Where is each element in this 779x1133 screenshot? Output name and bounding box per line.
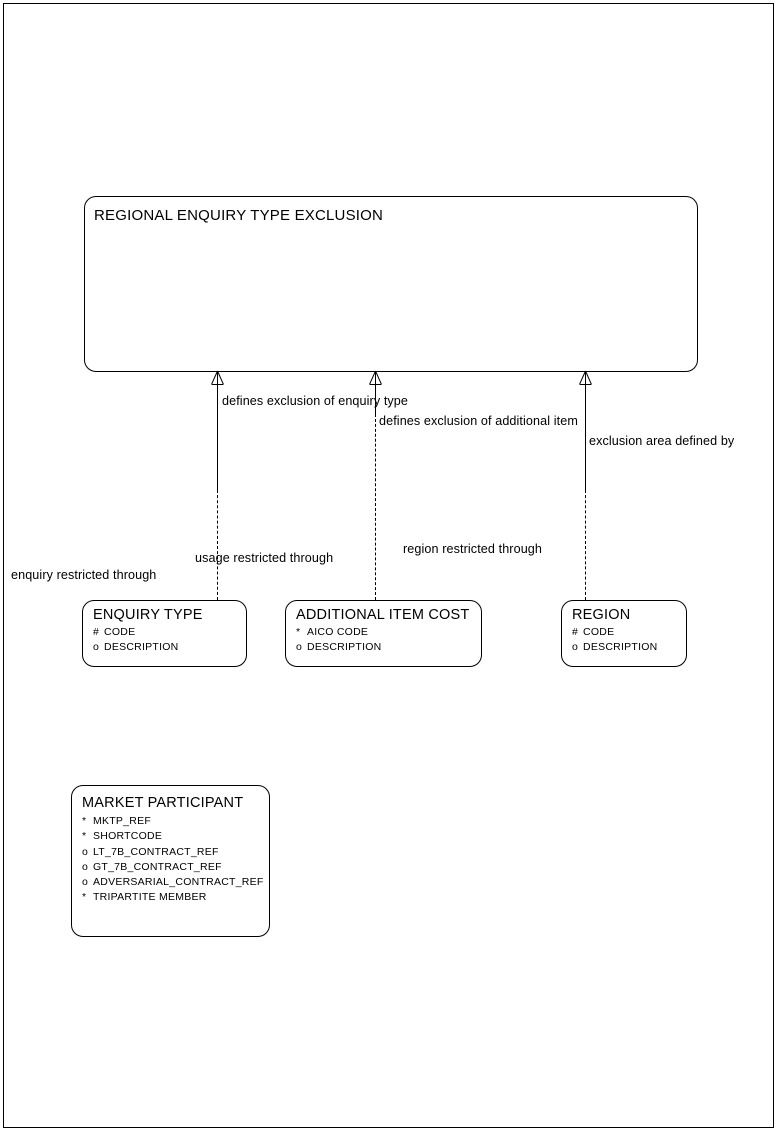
entity-title: ENQUIRY TYPE (93, 607, 203, 623)
attribute-row: # CODE (93, 625, 179, 640)
attribute-name: MKTP_REF (93, 815, 152, 827)
relationship-label-usage-restricted-through: usage restricted through (195, 551, 334, 565)
attribute-row: o DESCRIPTION (296, 640, 382, 655)
attribute-name: DESCRIPTION (104, 640, 179, 653)
attribute-list: # CODE o DESCRIPTION (572, 625, 658, 654)
connector-additional-item-dashed (375, 414, 376, 600)
attribute-list: * AICO CODE o DESCRIPTION (296, 625, 382, 654)
entity-title: ADDITIONAL ITEM COST (296, 607, 470, 623)
attribute-marker: * (82, 891, 87, 904)
connector-enquiry-type-solid (217, 384, 218, 490)
attribute-row: * AICO CODE (296, 625, 382, 640)
connector-additional-item-solid (375, 384, 376, 414)
entity-title: REGIONAL ENQUIRY TYPE EXCLUSION (94, 207, 384, 224)
attribute-name: CODE (583, 626, 615, 638)
attribute-name: GT_7B_CONTRACT_REF (93, 860, 222, 873)
entity-regional-enquiry-type-exclusion[interactable]: REGIONAL ENQUIRY TYPE EXCLUSION (84, 196, 698, 372)
relationship-label-region-restricted-through: region restricted through (403, 542, 543, 556)
attribute-name: AICO CODE (307, 626, 369, 638)
attribute-list: # CODE o DESCRIPTION (93, 625, 179, 654)
attribute-marker: o (82, 876, 89, 889)
attribute-row: o DESCRIPTION (572, 640, 658, 655)
entity-additional-item-cost[interactable]: ADDITIONAL ITEM COST * AICO CODE o DESCRIP… (285, 600, 482, 667)
relationship-label-defines-exclusion-of-enquiry-type: defines exclusion of enquiry type (222, 394, 409, 408)
attribute-marker: * (296, 626, 301, 638)
attribute-row: o GT_7B_CONTRACT_REF (82, 860, 264, 875)
entity-enquiry-type[interactable]: ENQUIRY TYPE # CODE o DESCRIPTION (82, 600, 247, 667)
attribute-marker: o (296, 640, 303, 653)
attribute-marker: o (572, 640, 579, 653)
attribute-name: CODE (104, 626, 136, 638)
relationship-label-defines-exclusion-of-additional-item: defines exclusion of additional item (379, 414, 578, 428)
attribute-row: o DESCRIPTION (93, 640, 179, 655)
attribute-marker: o (82, 860, 89, 873)
attribute-name: DESCRIPTION (307, 640, 382, 653)
attribute-marker: * (82, 830, 87, 843)
crowsfoot-enquiry-type (211, 370, 224, 385)
attribute-row: * SHORTCODE (82, 829, 264, 844)
attribute-row: # CODE (572, 625, 658, 640)
entity-title: MARKET PARTICIPANT (82, 795, 244, 811)
attribute-name: ADVERSARIAL_CONTRACT_REF (93, 876, 264, 889)
attribute-name: LT_7B_CONTRACT_REF (93, 845, 219, 858)
connector-region-dashed (585, 490, 586, 600)
attribute-name: TRIPARTITE MEMBER (93, 891, 207, 904)
attribute-name: DESCRIPTION (583, 640, 658, 653)
attribute-list: * MKTP_REF * SHORTCODE o LT_7B_CONTRACT_REF… (82, 814, 264, 906)
page-border (3, 3, 774, 1128)
relationship-label-exclusion-area-defined-by: exclusion area defined by (589, 434, 735, 448)
connector-enquiry-type-dashed (217, 490, 218, 600)
connector-region-solid (585, 384, 586, 490)
attribute-row: * MKTP_REF (82, 814, 264, 829)
relationship-label-enquiry-restricted-through: enquiry restricted through (11, 568, 157, 582)
crowsfoot-region (579, 370, 592, 385)
entity-region[interactable]: REGION # CODE o DESCRIPTION (561, 600, 687, 667)
attribute-marker: # (572, 626, 579, 638)
attribute-marker: * (82, 815, 87, 827)
attribute-marker: o (93, 640, 100, 653)
attribute-row: o ADVERSARIAL_CONTRACT_REF (82, 875, 264, 890)
attribute-row: * TRIPARTITE MEMBER (82, 890, 264, 905)
entity-title: REGION (572, 607, 631, 623)
crowsfoot-additional-item (369, 370, 382, 385)
attribute-name: SHORTCODE (93, 830, 163, 843)
attribute-row: o LT_7B_CONTRACT_REF (82, 845, 264, 860)
attribute-marker: # (93, 626, 100, 638)
attribute-marker: o (82, 845, 89, 858)
entity-market-participant[interactable]: MARKET PARTICIPANT * MKTP_REF * SHORTCODE … (71, 785, 270, 937)
